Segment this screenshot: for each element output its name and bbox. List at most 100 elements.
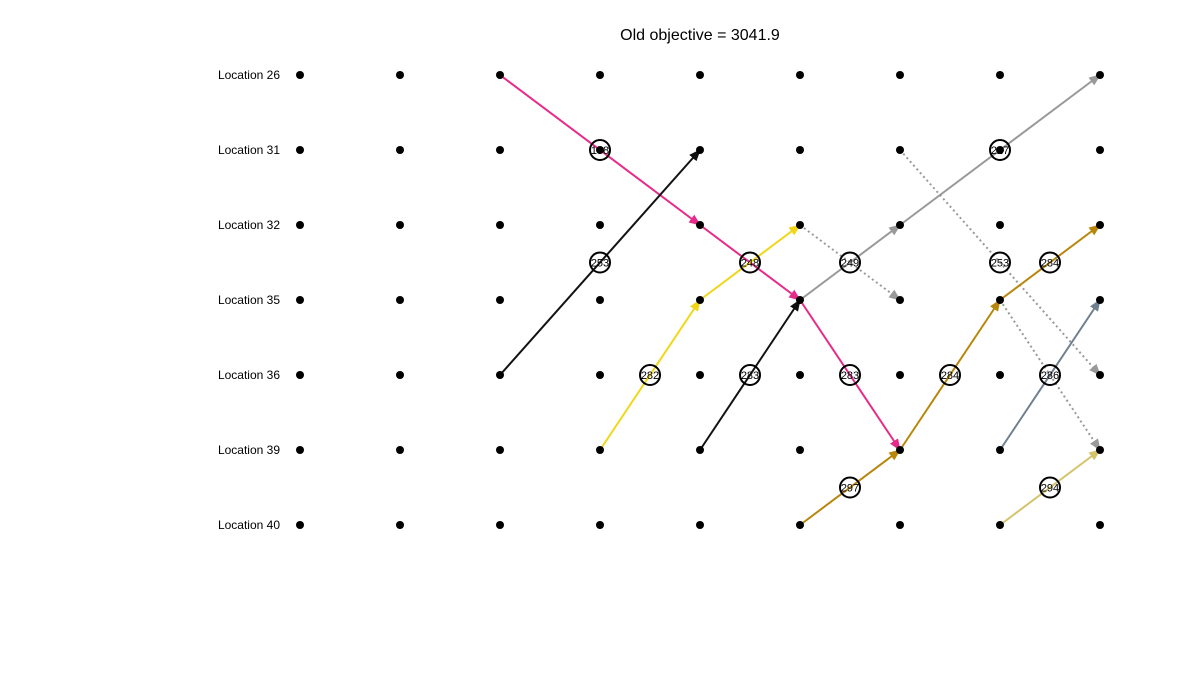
value-marker: 248 xyxy=(739,251,761,274)
value-marker: 227 xyxy=(989,139,1011,161)
grid-point xyxy=(796,521,804,529)
edge-black-3 xyxy=(499,149,701,376)
edges-layer xyxy=(499,74,1101,526)
grid-point xyxy=(1096,221,1104,229)
marker-value: 248 xyxy=(741,258,759,270)
grid-point xyxy=(396,71,404,79)
marker-ring xyxy=(639,364,661,386)
grid-point xyxy=(796,296,804,304)
grid-point xyxy=(796,221,804,229)
grid-point xyxy=(496,446,504,454)
grid-point xyxy=(896,71,904,79)
grid-point xyxy=(296,521,304,529)
grid-point xyxy=(496,371,504,379)
row-label: Location 32 xyxy=(218,218,280,232)
row-label: Location 36 xyxy=(218,368,280,382)
grid-point xyxy=(896,446,904,454)
grid-point xyxy=(396,221,404,229)
grid-point xyxy=(296,296,304,304)
marker-ring xyxy=(839,476,861,499)
grid-point xyxy=(1096,71,1104,79)
edge-slate-15 xyxy=(999,299,1101,451)
grid-point xyxy=(696,71,704,79)
marker-ring xyxy=(939,364,961,386)
marker-value: 198 xyxy=(591,145,609,157)
grid-point xyxy=(996,371,1004,379)
grid-point xyxy=(696,371,704,379)
marker-ring xyxy=(989,139,1011,161)
marker-ring xyxy=(1039,251,1061,274)
grid-point xyxy=(496,146,504,154)
marker-value: 253 xyxy=(591,258,609,270)
grid-point xyxy=(596,296,604,304)
marker-value: 227 xyxy=(991,145,1009,157)
grid-point xyxy=(296,221,304,229)
grid-point xyxy=(596,446,604,454)
value-marker: 286 xyxy=(1039,364,1061,386)
grid-point xyxy=(1096,146,1104,154)
value-marker: 253 xyxy=(589,251,611,274)
grid-point xyxy=(996,146,1004,154)
value-marker: 294 xyxy=(1039,476,1061,499)
marker-ring xyxy=(1039,476,1061,499)
grid-point xyxy=(396,521,404,529)
value-marker: 297 xyxy=(839,476,861,499)
grid-point xyxy=(396,296,404,304)
grid-point xyxy=(596,521,604,529)
value-marker: 283 xyxy=(739,364,761,386)
grid-point xyxy=(696,296,704,304)
grid-point xyxy=(596,371,604,379)
grid-point xyxy=(796,446,804,454)
grid-point xyxy=(1096,446,1104,454)
value-marker: 282 xyxy=(639,364,661,386)
marker-value: 294 xyxy=(1041,483,1059,495)
grid-point xyxy=(896,296,904,304)
diagram-title: Old objective = 3041.9 xyxy=(620,27,780,44)
grid-point xyxy=(396,146,404,154)
edge-gray-9 xyxy=(799,224,901,301)
value-marker: 284 xyxy=(939,364,961,386)
grid-point xyxy=(496,521,504,529)
marker-value: 253 xyxy=(991,258,1009,270)
marker-ring xyxy=(739,251,761,274)
grid-point xyxy=(896,146,904,154)
grid-point xyxy=(696,521,704,529)
grid-point xyxy=(796,146,804,154)
marker-ring xyxy=(589,139,611,161)
edge-gold-14 xyxy=(999,224,1101,301)
edge-magenta-2 xyxy=(799,299,901,451)
grid-point xyxy=(296,146,304,154)
marker-ring xyxy=(589,251,611,274)
edge-gold-13 xyxy=(899,299,1001,451)
marker-ring xyxy=(839,251,861,274)
edge-yellow-6 xyxy=(699,224,801,301)
grid-point xyxy=(296,71,304,79)
grid-point xyxy=(796,371,804,379)
value-marker: 198 xyxy=(589,139,611,161)
grid-point xyxy=(1096,371,1104,379)
grid-point xyxy=(396,446,404,454)
grid-point xyxy=(996,71,1004,79)
edge-gold-12 xyxy=(799,449,901,526)
grid-point xyxy=(1096,296,1104,304)
marker-value: 283 xyxy=(841,370,859,382)
grid-point xyxy=(996,221,1004,229)
marker-value: 286 xyxy=(1041,370,1059,382)
edge-gray-10 xyxy=(899,149,1101,376)
marker-ring xyxy=(839,364,861,386)
grid-point xyxy=(596,221,604,229)
grid-point xyxy=(896,371,904,379)
edge-black-4 xyxy=(699,299,801,451)
row-label: Location 26 xyxy=(218,68,280,82)
grid-point xyxy=(696,446,704,454)
value-marker: 249 xyxy=(839,251,861,274)
grid-point xyxy=(496,221,504,229)
grid-point xyxy=(796,71,804,79)
marker-value: 282 xyxy=(641,370,659,382)
grid-point xyxy=(596,146,604,154)
marker-value: 284 xyxy=(941,370,959,382)
row-label: Location 40 xyxy=(218,518,280,532)
